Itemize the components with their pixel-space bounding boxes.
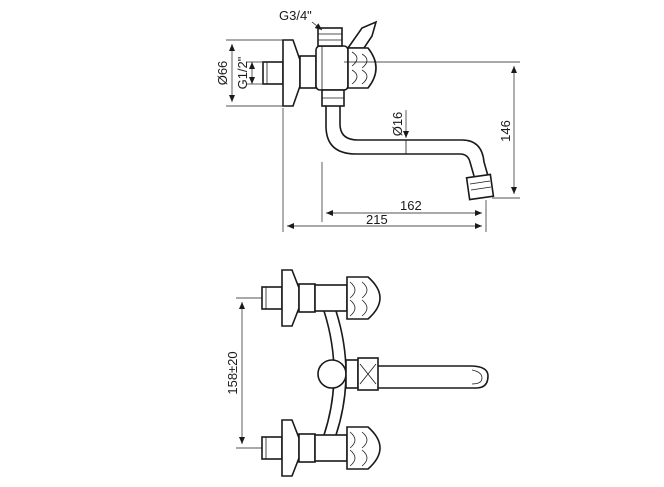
valve-body bbox=[299, 45, 349, 91]
upper-inlet bbox=[261, 269, 316, 327]
reach-spout-label: 162 bbox=[400, 198, 422, 213]
dim-spout-diameter: Ø16 bbox=[390, 110, 409, 138]
flange-diameter-label: Ø66 bbox=[215, 61, 230, 86]
aerator bbox=[465, 173, 495, 201]
upper-handle-knob bbox=[314, 276, 381, 320]
lower-inlet bbox=[261, 419, 316, 477]
dim-center-distance: 158±20 bbox=[225, 297, 262, 449]
dim-wall-thread: G1/2" bbox=[235, 56, 262, 89]
dim-flange-diameter: Ø66 bbox=[215, 39, 292, 107]
spout-diameter-label: Ø16 bbox=[390, 112, 405, 137]
lever-handle bbox=[346, 20, 378, 49]
wall-connector bbox=[262, 61, 284, 85]
lower-handle-knob bbox=[314, 426, 381, 470]
side-view: G3/4" Ø66 G1/2" Ø16 146 bbox=[215, 8, 520, 232]
height-label: 146 bbox=[498, 120, 513, 142]
reach-total-label: 215 bbox=[366, 212, 388, 227]
inlet-fitting bbox=[317, 27, 343, 47]
dim-inlet-thread: G3/4" bbox=[279, 8, 323, 31]
dim-reach-total: 215 bbox=[282, 108, 487, 232]
wall-thread-label: G1/2" bbox=[235, 56, 250, 89]
inlet-thread-label: G3/4" bbox=[279, 8, 312, 23]
handle-knob bbox=[347, 47, 377, 89]
dim-height: 146 bbox=[344, 61, 520, 199]
front-view: 158±20 bbox=[225, 269, 489, 477]
spout-pipe bbox=[325, 106, 489, 177]
center-distance-label: 158±20 bbox=[225, 351, 240, 394]
dim-reach-spout: 162 bbox=[321, 162, 487, 222]
wall-flange bbox=[282, 39, 301, 107]
spout-swivel bbox=[321, 89, 345, 107]
center-body bbox=[317, 357, 379, 391]
front-spout bbox=[378, 365, 489, 389]
